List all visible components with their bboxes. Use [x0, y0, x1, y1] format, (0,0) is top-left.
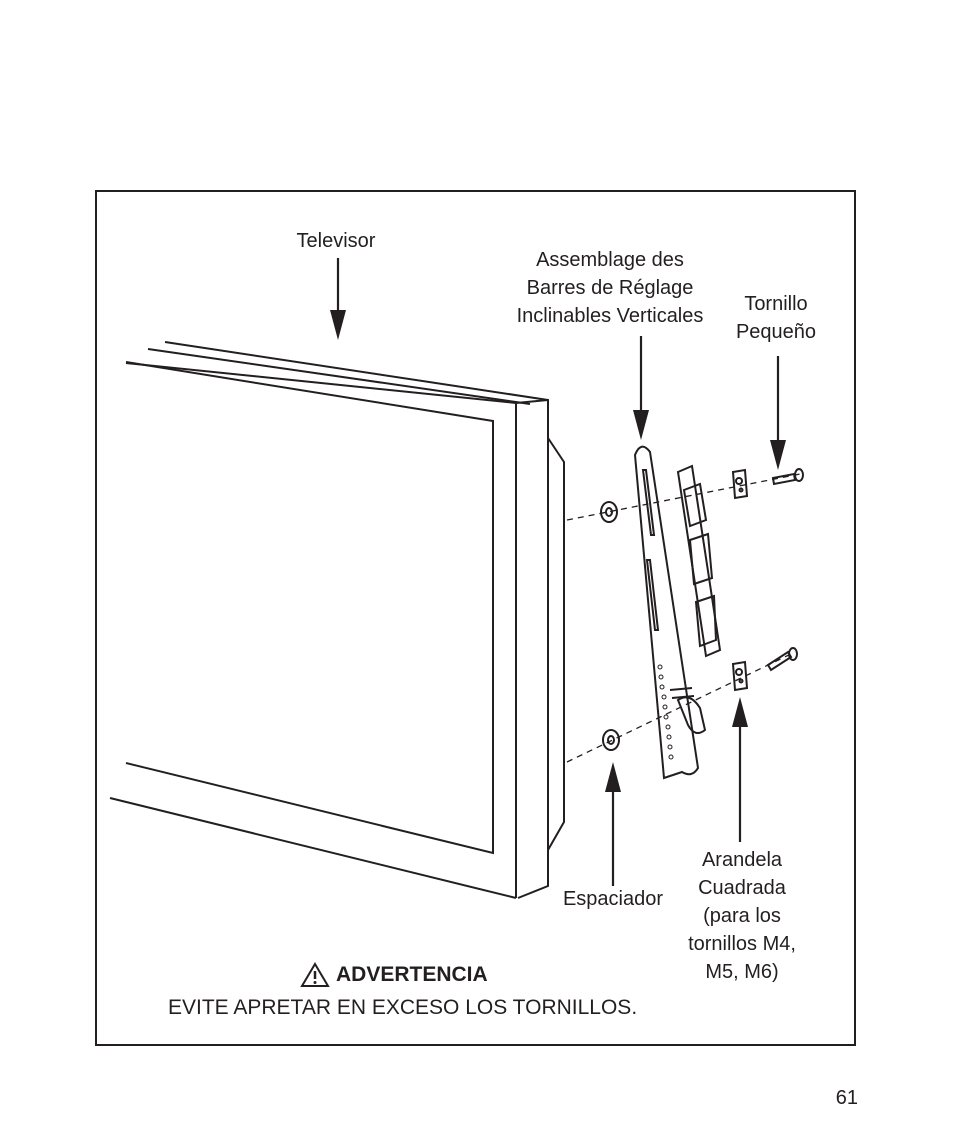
label-spacer: Espaciador [562, 888, 664, 910]
warning-heading: ADVERTENCIA [300, 962, 510, 988]
page-number: 61 [835, 1087, 858, 1109]
small-screw-illustration [766, 468, 804, 672]
callout-arrows [336, 258, 780, 886]
arrow-heads [330, 310, 786, 792]
warning-text: EVITE APRETAR EN EXCESO LOS TORNILLOS. [168, 996, 638, 1019]
label-televisor: Televisor [296, 230, 376, 252]
figure-frame [95, 190, 856, 1046]
warning-title: ADVERTENCIA [336, 963, 488, 986]
bracket-holes [657, 664, 674, 760]
spacer-illustration [600, 501, 620, 751]
square-washer-illustration [731, 468, 749, 692]
bracket-illustration [633, 445, 722, 780]
label-square-washer: Arandela Cuadrada (para los tornillos M4… [688, 849, 796, 983]
label-bracket-assembly: Assemblage des Barres de Réglage Inclina… [516, 249, 704, 327]
warning-triangle-icon [300, 962, 330, 987]
tv-illustration [109, 341, 565, 899]
label-small-screw: Tornillo Pequeño [735, 293, 817, 343]
